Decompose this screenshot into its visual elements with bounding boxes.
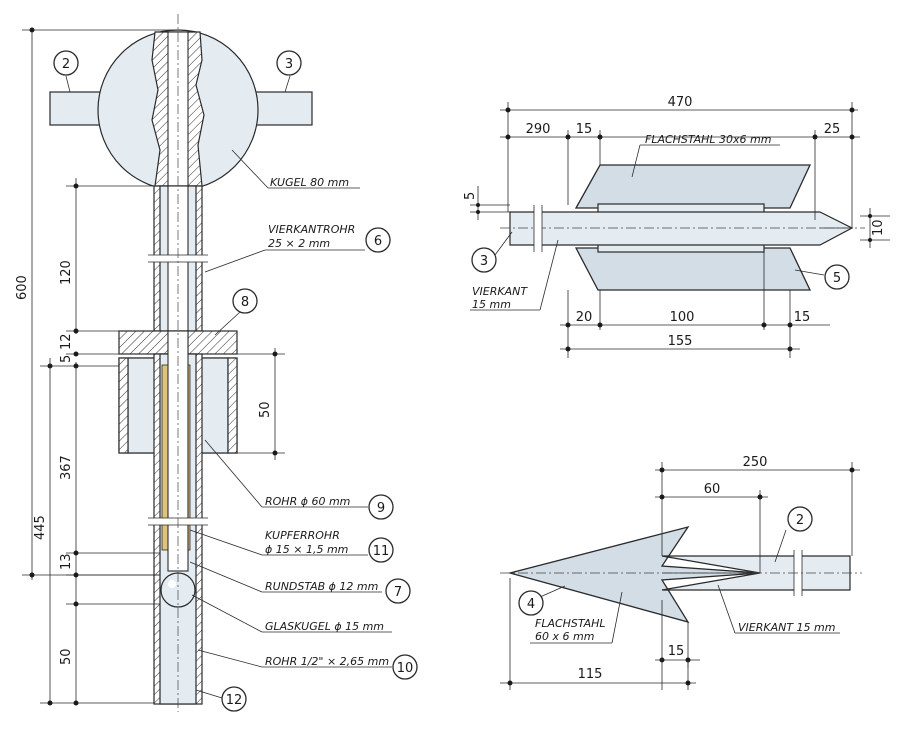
label-vierkantrohr-2: 25 × 2 mm xyxy=(268,237,330,250)
dim-290: 290 xyxy=(526,122,551,137)
bubble-3-left: 3 xyxy=(276,50,302,76)
label-rohr-60: ROHR ϕ 60 mm xyxy=(265,495,350,508)
bubble-2-bottom: 2 xyxy=(787,506,813,532)
bubble-6: 6 xyxy=(365,227,391,253)
bubble-4: 4 xyxy=(518,590,544,616)
label-vierkantrohr-1: VIERKANTROHR xyxy=(268,223,355,236)
dim-115: 115 xyxy=(578,667,603,682)
bubble-12: 12 xyxy=(221,686,247,712)
arrowhead xyxy=(507,525,761,624)
top-right-assembly: 470 290 15 25 5 10 20 100 15 155 xyxy=(463,95,890,358)
arrow-shaft xyxy=(661,555,851,591)
arm-right xyxy=(249,91,313,126)
label-vierkant-top-2: 15 mm xyxy=(472,298,511,311)
bubble-7: 7 xyxy=(385,578,411,604)
svg-text:8: 8 xyxy=(241,295,249,310)
label-vierkant-bottom: VIERKANT 15 mm xyxy=(738,621,835,634)
dim-50-upper: 50 xyxy=(258,401,273,418)
bubble-2-left: 2 xyxy=(53,50,79,76)
dim-445: 445 xyxy=(33,515,48,540)
dim-13: 13 xyxy=(59,553,74,570)
bubble-5: 5 xyxy=(824,264,850,290)
dim-250: 250 xyxy=(743,455,768,470)
svg-text:5: 5 xyxy=(833,271,841,286)
dim-367: 367 xyxy=(59,455,74,480)
fin-lower xyxy=(574,247,812,291)
dim-12: 12 xyxy=(59,333,74,350)
label-flachstahl-bottom-2: 60 x 6 mm xyxy=(535,630,594,643)
dim-470: 470 xyxy=(668,95,693,110)
svg-text:9: 9 xyxy=(377,501,385,516)
label-kupferrohr-1: KUPFERROHR xyxy=(265,529,340,542)
dim-20: 20 xyxy=(576,310,593,325)
dim-15-bottom: 15 xyxy=(794,310,811,325)
label-glaskugel: GLASKUGEL ϕ 15 mm xyxy=(265,620,384,633)
label-kugel: KUGEL 80 mm xyxy=(270,176,349,189)
dim-5-top: 5 xyxy=(463,192,478,200)
svg-text:3: 3 xyxy=(285,57,293,72)
svg-text:7: 7 xyxy=(394,585,402,600)
bubble-10: 10 xyxy=(392,654,418,680)
label-vierkant-top-1: VIERKANT xyxy=(472,285,528,298)
dim-120: 120 xyxy=(59,260,74,285)
dim-600: 600 xyxy=(15,275,30,300)
left-assembly: 600 120 5 12 50 367 445 13 50 KUGEL 80 m… xyxy=(15,14,418,712)
fin-upper xyxy=(574,164,812,209)
label-flachstahl-bottom-1: FLACHSTAHL xyxy=(535,617,606,630)
bubble-9: 9 xyxy=(368,494,394,520)
label-flachstahl-top: FLACHSTAHL 30x6 mm xyxy=(645,133,771,146)
dim-155: 155 xyxy=(668,334,693,349)
dim-15-arrow: 15 xyxy=(668,644,685,659)
svg-text:2: 2 xyxy=(796,513,804,528)
bubble-11: 11 xyxy=(368,537,394,563)
dim-15-top: 15 xyxy=(576,122,593,137)
dim-50-lower: 50 xyxy=(59,648,74,665)
bubble-8: 8 xyxy=(232,288,258,314)
shaft-vierkant xyxy=(509,211,854,246)
label-rohr-half: ROHR 1/2" × 2,65 mm xyxy=(265,655,389,668)
svg-text:12: 12 xyxy=(226,693,243,708)
svg-text:10: 10 xyxy=(397,661,414,676)
label-kupferrohr-2: ϕ 15 × 1,5 mm xyxy=(265,543,348,556)
dim-60: 60 xyxy=(704,482,721,497)
dim-100: 100 xyxy=(670,310,695,325)
svg-text:2: 2 xyxy=(62,57,70,72)
svg-text:4: 4 xyxy=(527,597,535,612)
dim-25: 25 xyxy=(824,122,841,137)
svg-text:3: 3 xyxy=(480,254,488,269)
dim-10: 10 xyxy=(871,219,886,236)
label-rundstab: RUNDSTAB ϕ 12 mm xyxy=(265,580,378,593)
svg-text:11: 11 xyxy=(373,544,390,559)
arm-left xyxy=(49,91,107,126)
bubble-3-top: 3 xyxy=(471,247,497,273)
svg-text:6: 6 xyxy=(374,234,382,249)
bottom-right-assembly: 250 60 15 115 FLACHSTAHL 60 x 6 mm VIERK… xyxy=(500,455,862,690)
dim-5: 5 xyxy=(59,355,74,363)
